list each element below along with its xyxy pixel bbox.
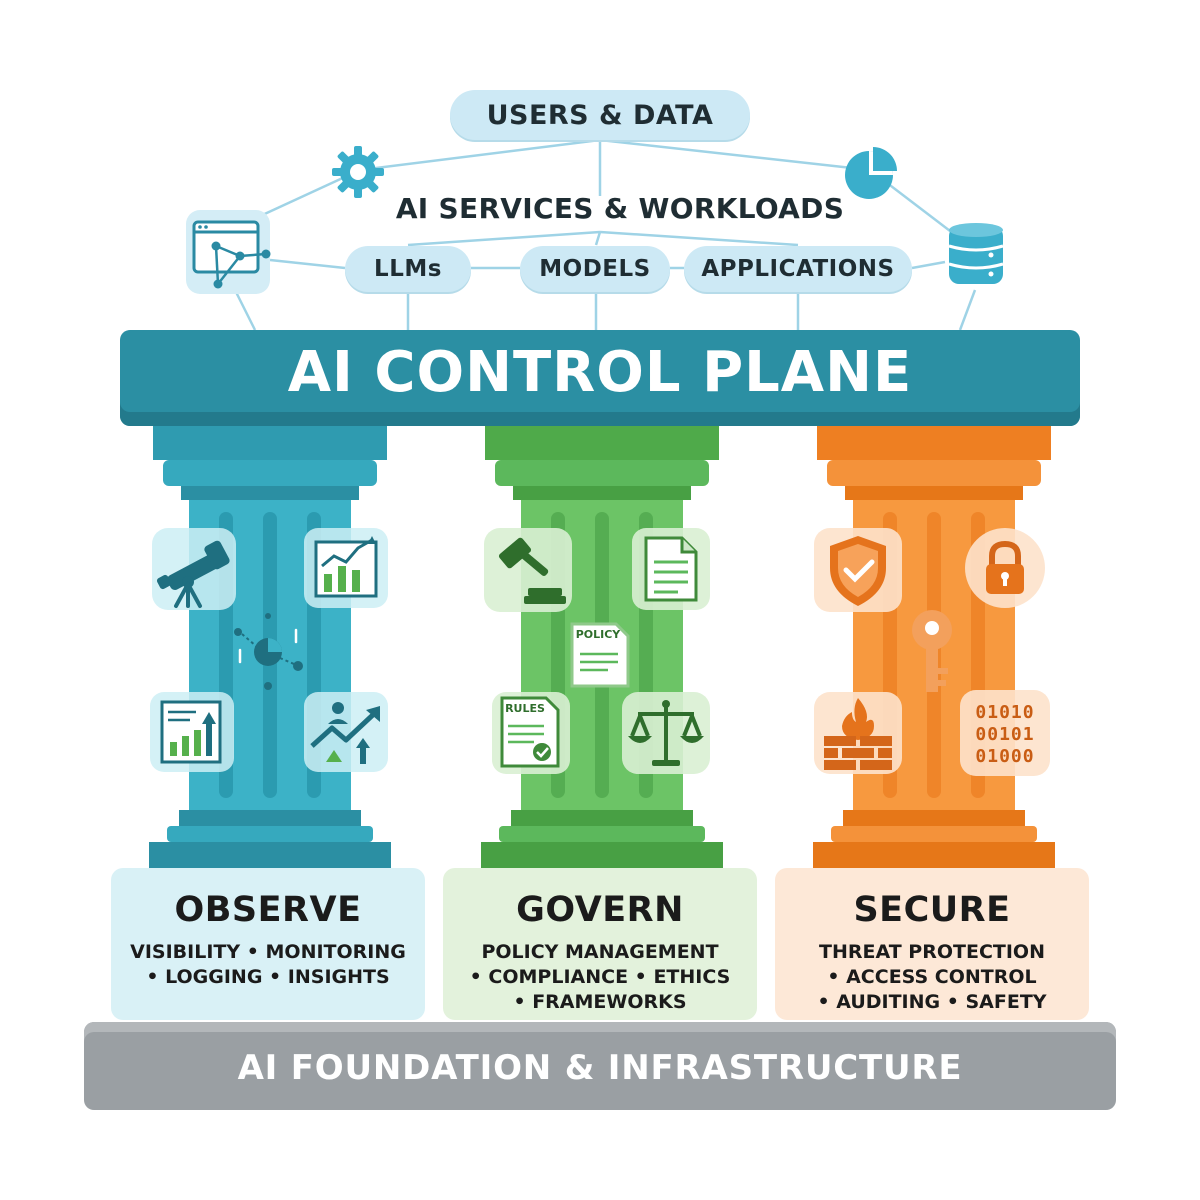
database-icon	[948, 223, 1004, 284]
trend-up-icon	[304, 692, 388, 772]
browser-network-icon	[186, 210, 271, 294]
binary-line-3: 01000	[975, 746, 1035, 767]
govern-line-1: POLICY MANAGEMENT	[481, 941, 719, 963]
policy-doc-icon: POLICY	[568, 620, 632, 690]
applications-pill: APPLICATIONS	[684, 246, 912, 292]
policy-label: POLICY	[575, 628, 621, 641]
observe-line-2: • LOGGING • INSIGHTS	[146, 966, 390, 988]
control-plane-bar: AI CONTROL PLANE	[120, 330, 1080, 426]
observe-line-1: VISIBILITY • MONITORING	[130, 941, 406, 963]
pie-chart-icon	[845, 147, 897, 199]
observe-description: VISIBILITY • MONITORING • LOGGING • INSI…	[111, 940, 425, 990]
binary-icon: 01010 00101 01000	[960, 690, 1050, 776]
models-pill: MODELS	[520, 246, 670, 292]
rules-label: RULES	[505, 702, 545, 715]
telescope-icon	[152, 528, 236, 610]
observe-box: OBSERVE VISIBILITY • MONITORING • LOGGIN…	[111, 868, 425, 1020]
govern-line-3: • FRAMEWORKS	[513, 991, 687, 1013]
secure-line-1: THREAT PROTECTION	[819, 941, 1045, 963]
foundation-bar: AI FOUNDATION & INFRASTRUCTURE	[84, 1022, 1116, 1110]
control-plane-title: AI CONTROL PLANE	[287, 340, 913, 405]
network-lines	[229, 138, 977, 331]
lock-icon	[965, 528, 1045, 608]
govern-line-2: • COMPLIANCE • ETHICS	[469, 966, 731, 988]
secure-line-2: • ACCESS CONTROL	[827, 966, 1037, 988]
secure-line-3: • AUDITING • SAFETY	[817, 991, 1047, 1013]
document-icon	[632, 528, 710, 610]
govern-title: GOVERN	[516, 890, 684, 930]
users-data-pill: USERS & DATA	[450, 90, 750, 140]
key-icon	[912, 610, 952, 692]
foundation-title: AI FOUNDATION & INFRASTRUCTURE	[237, 1048, 963, 1088]
gear-icon	[332, 146, 384, 198]
binary-line-2: 00101	[975, 724, 1035, 745]
secure-description: THREAT PROTECTION • ACCESS CONTROL • AUD…	[775, 940, 1089, 1015]
shield-check-icon	[814, 528, 902, 612]
services-title: AI SERVICES & WORKLOADS	[395, 192, 845, 225]
firewall-icon	[814, 692, 902, 774]
govern-description: POLICY MANAGEMENT • COMPLIANCE • ETHICS …	[443, 940, 757, 1015]
rules-doc-icon: RULES	[490, 690, 572, 776]
gavel-icon	[484, 528, 572, 612]
network-icon	[234, 613, 303, 690]
scales-icon	[622, 692, 710, 774]
bar-chart-icon	[304, 528, 388, 608]
report-chart-icon	[150, 692, 234, 772]
secure-title: SECURE	[853, 890, 1011, 930]
govern-box: GOVERN POLICY MANAGEMENT • COMPLIANCE • …	[443, 868, 757, 1020]
binary-line-1: 01010	[975, 702, 1035, 723]
observe-title: OBSERVE	[174, 890, 362, 930]
llms-pill: LLMs	[345, 246, 471, 292]
secure-box: SECURE THREAT PROTECTION • ACCESS CONTRO…	[775, 868, 1089, 1020]
